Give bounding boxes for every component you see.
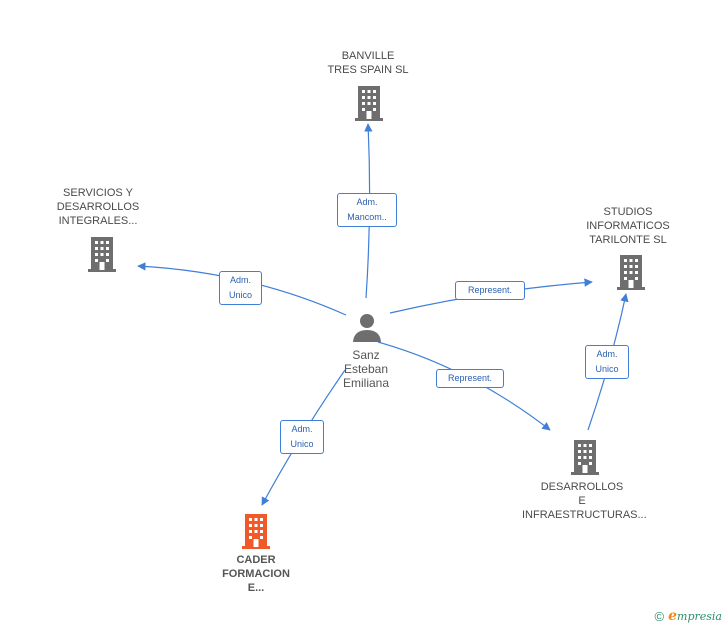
badge-line: Adm. [291, 424, 313, 434]
building-icon[interactable] [353, 85, 385, 121]
relation-badge-cader[interactable]: Adm. Unico [280, 420, 324, 454]
label-line: INTEGRALES... [58, 215, 138, 227]
label-line: E... [247, 582, 265, 594]
building-icon[interactable] [86, 236, 118, 272]
relation-badge-desarrollos-studios[interactable]: Adm. Unico [585, 345, 629, 379]
badge-line: Adm. [356, 197, 378, 207]
label-line: DESARROLLOS [540, 481, 624, 493]
label-line: DESARROLLOS [56, 201, 140, 213]
footer-brand[interactable]: © empresia [655, 608, 722, 624]
label-line: E [578, 495, 586, 507]
company-label-studios[interactable]: STUDIOS INFORMATICOS TARILONTE SL [578, 205, 678, 247]
building-icon[interactable] [569, 439, 601, 475]
label-line: INFORMATICOS [586, 220, 670, 232]
relation-badge-studios[interactable]: Represent. [455, 281, 525, 300]
company-label-banville[interactable]: BANVILLE TRES SPAIN SL [318, 49, 418, 77]
badge-line: Adm. [229, 275, 251, 285]
building-icon[interactable] [240, 513, 272, 549]
company-label-desarrollos[interactable]: DESARROLLOS E INFRAESTRUCTURAS... [522, 480, 647, 522]
label-line: STUDIOS [603, 206, 653, 218]
label-line: Esteban [343, 362, 389, 376]
relation-badge-desarrollos[interactable]: Represent. [436, 369, 504, 388]
label-line: TRES SPAIN SL [327, 64, 409, 76]
badge-line: Represent. [447, 373, 493, 383]
relation-badge-servicios[interactable]: Adm. Unico [219, 271, 262, 305]
badge-line: Unico [290, 439, 314, 449]
label-line: INFRAESTRUCTURAS... [522, 509, 647, 521]
label-line: Sanz [352, 348, 380, 362]
badge-line: Unico [228, 290, 252, 300]
brand-initial: e [668, 608, 678, 624]
label-line: SERVICIOS Y [63, 187, 133, 199]
badge-line: Mancom.. [347, 212, 387, 222]
label-line: TARILONTE SL [589, 234, 667, 246]
label-line: Emiliana [342, 376, 390, 390]
label-line: FORMACION [222, 568, 290, 580]
company-label-servicios[interactable]: SERVICIOS Y DESARROLLOS INTEGRALES... [48, 186, 148, 228]
copyright-symbol: © [654, 608, 665, 624]
label-line: BANVILLE [341, 50, 395, 62]
company-label-cader[interactable]: CADER FORMACION E... [206, 553, 306, 595]
relation-badge-banville[interactable]: Adm. Mancom.. [337, 193, 397, 227]
person-name[interactable]: Sanz Esteban Emiliana [316, 348, 416, 390]
badge-line: Represent. [467, 285, 513, 295]
badge-line: Unico [595, 364, 619, 374]
brand-logo: empresia [668, 608, 722, 624]
badge-line: Adm. [596, 349, 618, 359]
building-icon[interactable] [615, 254, 647, 290]
label-line: CADER [236, 554, 276, 566]
brand-name: mpresia [677, 610, 722, 623]
person-icon[interactable] [352, 312, 382, 342]
